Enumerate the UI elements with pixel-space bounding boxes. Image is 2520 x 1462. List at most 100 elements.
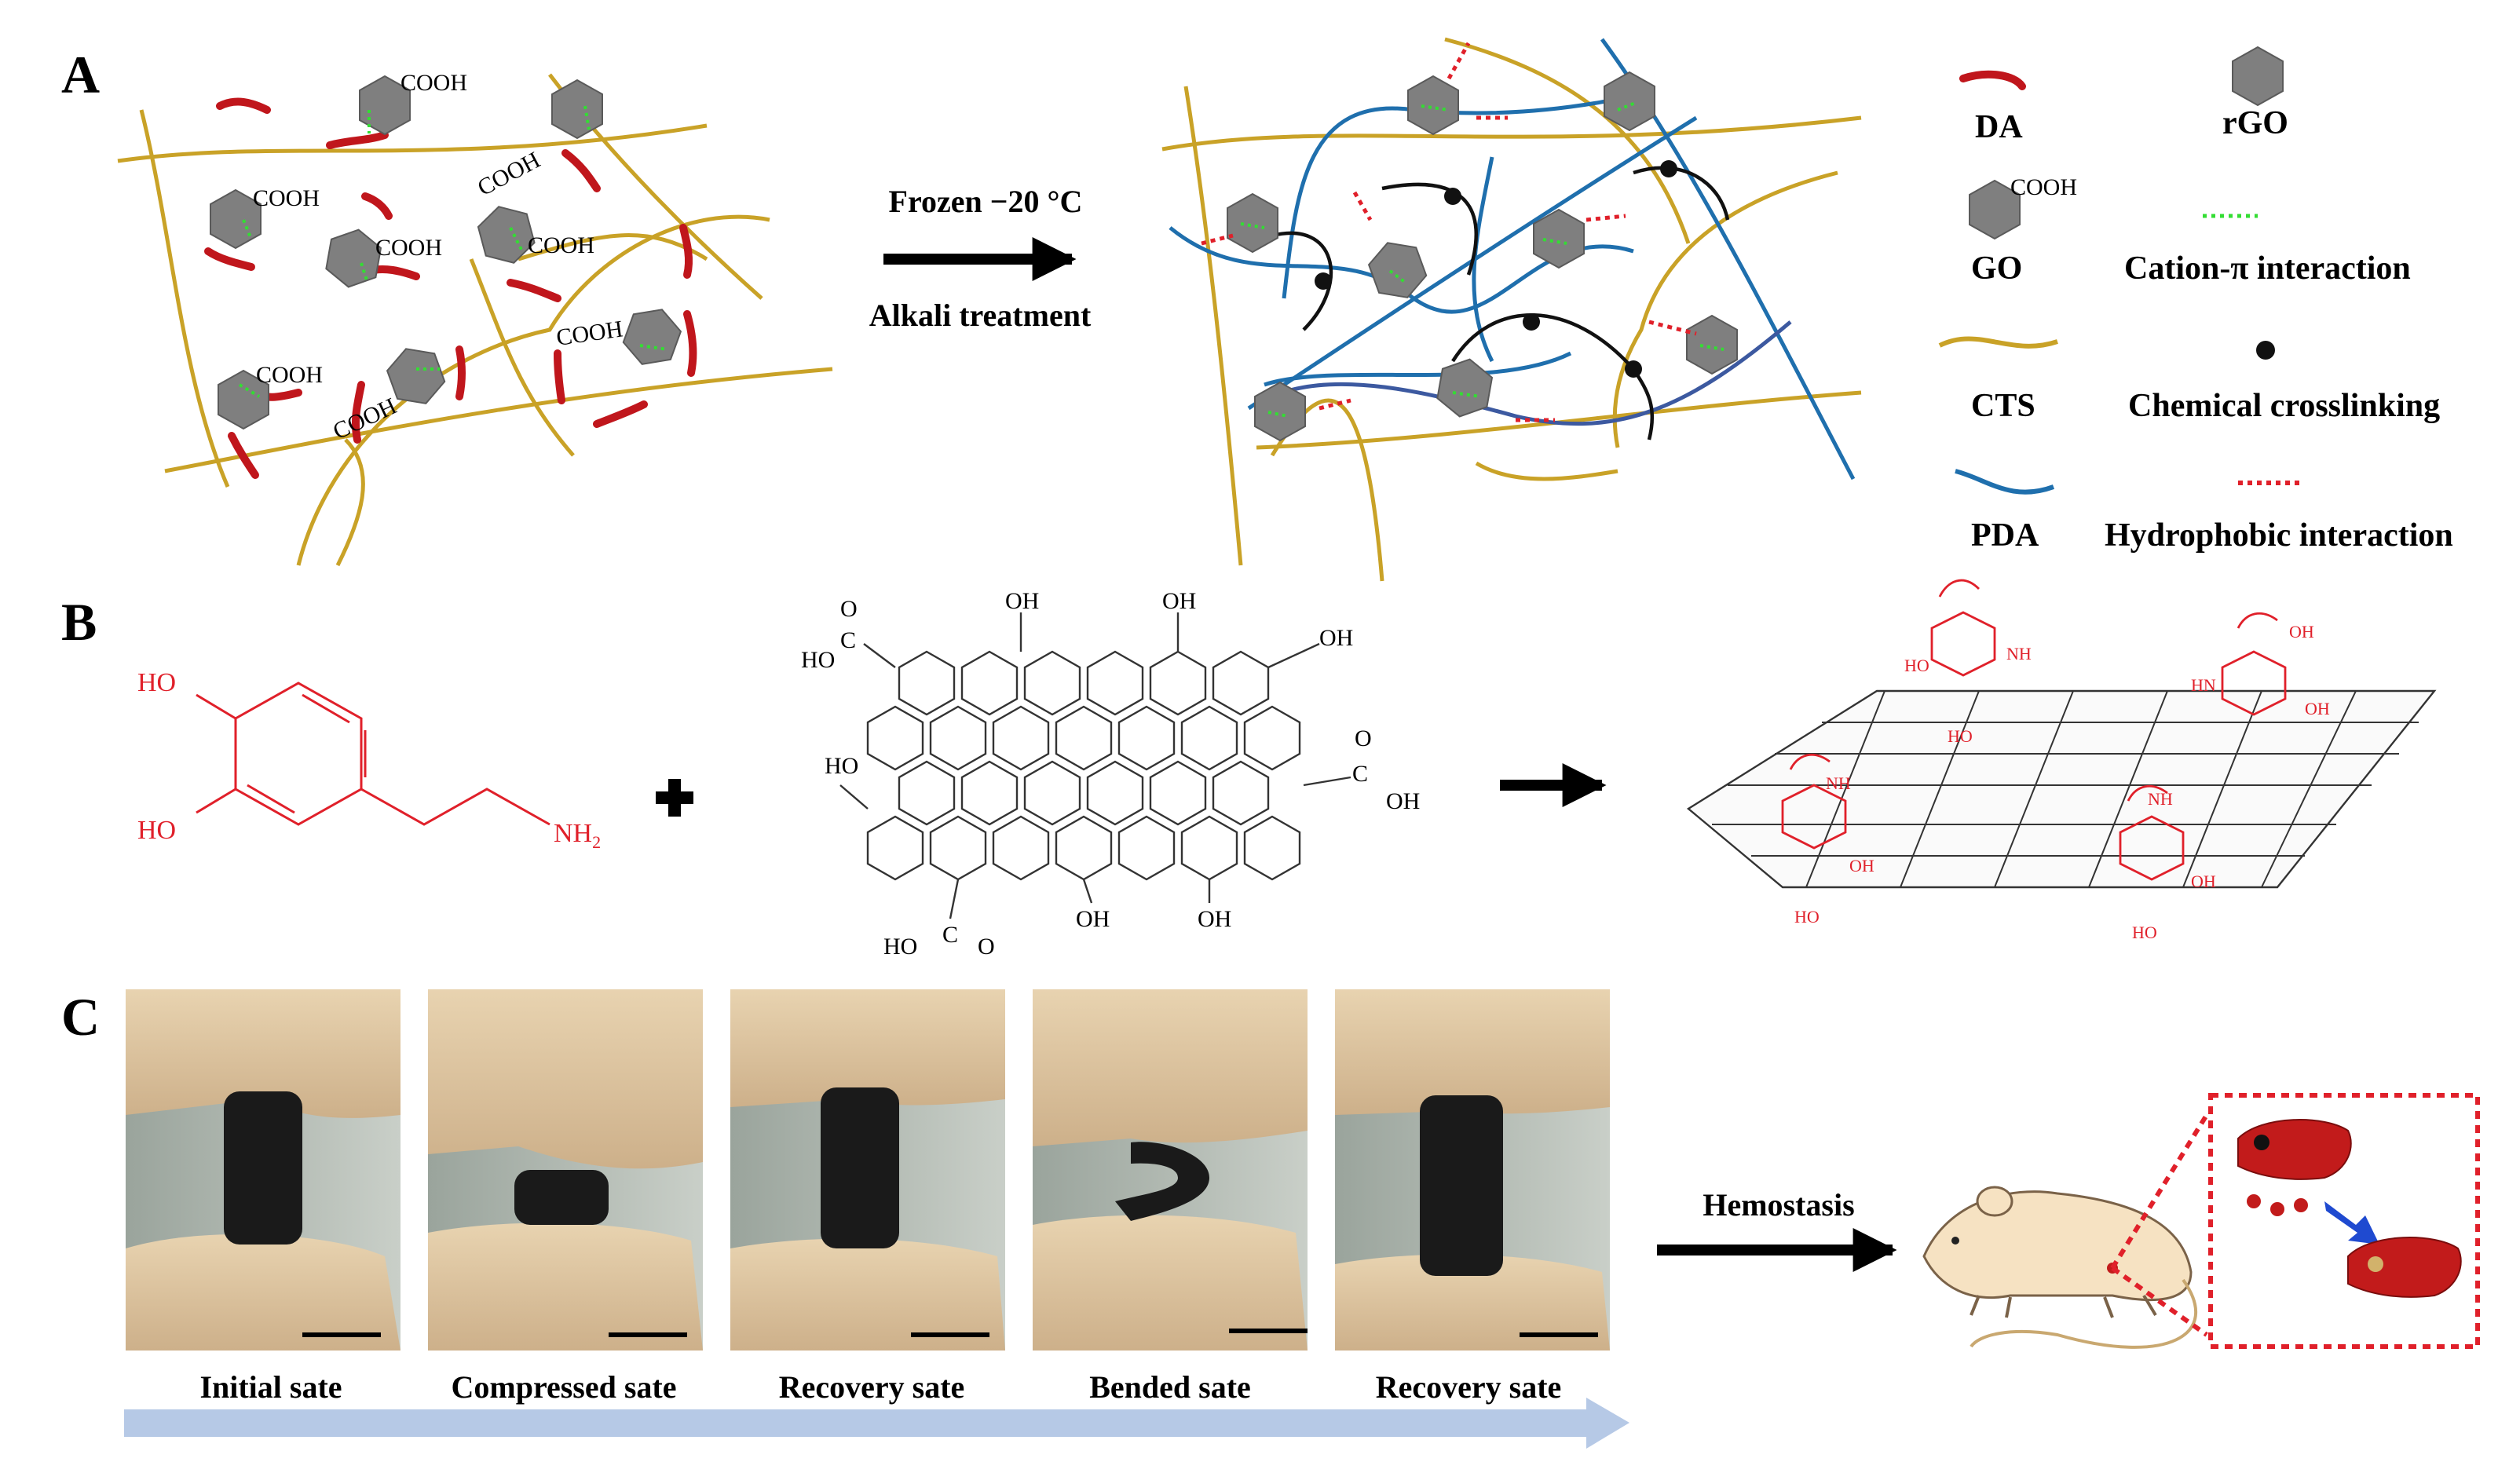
go-cooh-o: O (978, 934, 995, 959)
dopamine-nh2: NH2 (554, 819, 601, 852)
go-oh: OH (1076, 906, 1110, 932)
sheet-lattice (1712, 690, 2419, 888)
legend-hydrophobic: Hydrophobic interaction (2105, 517, 2453, 554)
go-cooh-c: C (840, 627, 856, 653)
pda-adsorbates (1781, 579, 2287, 881)
legend-da-symbol (1959, 70, 2026, 90)
dopamine-ring (234, 682, 363, 826)
caption-state-2: Recovery sate (779, 1369, 965, 1405)
dopamine-structure: HO HO NH2 (137, 668, 601, 852)
panel-a-precursor-network: COOH COOH COOH COOH COOH COOH COOH COOH (117, 70, 833, 567)
ring-bond (302, 693, 350, 724)
go-cooh-c: C (1352, 761, 1368, 787)
caption-state-1: Compressed sate (451, 1369, 676, 1405)
graphene-sheet (1686, 689, 2437, 889)
sheet-ho: HO (1794, 907, 1820, 927)
photo-sequence (126, 989, 1610, 1351)
photo-initial-state (126, 989, 400, 1351)
hemostasis-label: Hemostasis (1703, 1187, 1854, 1223)
cation-pi-dots-product (1240, 101, 1724, 418)
panel-a-process-arrow: Frozen −20 °C Alkali treatment (869, 184, 1092, 333)
pda-rgo-sheet: NH HO HO OH HN OH NH OH HO NH OH HO (1686, 579, 2437, 942)
go-cooh-c: C (942, 922, 958, 948)
ring-bond (247, 784, 295, 814)
hydrophobic-dots (1201, 42, 1697, 422)
pda-chains-dark (1271, 320, 1792, 426)
go-structure: OH OH OH HO OH OH O C HO O C OH C O HO (801, 588, 1420, 959)
legend-chem-cross: Chemical crosslinking (2128, 388, 2440, 424)
legend-go: GO (1971, 250, 2022, 287)
cts-chains (117, 73, 833, 567)
cooh-label: COOH (528, 232, 594, 258)
legend: DA rGO COOH GO Cation-π interaction CTS … (1938, 46, 2453, 554)
cooh-label: COOH (400, 70, 467, 96)
arrow-label-alkali: Alkali treatment (869, 298, 1092, 333)
sheet-ho: HO (1948, 726, 1973, 746)
liver-inset (2208, 1093, 2480, 1349)
substituent-bonds (839, 612, 1351, 919)
go-oh: OH (1319, 625, 1353, 651)
go-oh: OH (1162, 588, 1196, 614)
panel-letter-c: C (61, 987, 100, 1047)
hemostasis-arrow: Hemostasis (1657, 1187, 1897, 1272)
legend-cation-pi: Cation-π interaction (2124, 250, 2411, 287)
progress-arrow (124, 1398, 1629, 1449)
go-oh: OH (1198, 906, 1231, 932)
caption-state-3: Bended sate (1089, 1369, 1251, 1405)
legend-pda-symbol (1955, 469, 2055, 495)
panel-letter-a: A (61, 45, 100, 104)
sheet-oh: OH (1849, 856, 1874, 875)
legend-pda: PDA (1971, 517, 2039, 554)
go-cooh-o: O (840, 596, 858, 622)
cation-pi-dots (238, 105, 668, 398)
go-cooh-ho: HO (883, 934, 917, 959)
caption-state-0: Initial sate (199, 1369, 342, 1405)
sheet-nh: NH (2148, 789, 2173, 809)
go-cooh-oh: OH (1386, 788, 1420, 814)
legend-cts-symbol (1938, 336, 2058, 349)
sheet-oh: OH (2305, 699, 2330, 718)
photo-bended-state (1033, 989, 1308, 1351)
photo-compressed-state (428, 989, 703, 1351)
dopamine-ho-top: HO (137, 668, 176, 697)
ethylamine-chain (360, 788, 550, 826)
cooh-label: COOH (375, 235, 442, 261)
caption-state-4: Recovery sate (1376, 1369, 1562, 1405)
arrow-label-frozen: Frozen −20 °C (889, 184, 1083, 219)
mouse-illustration (1922, 1113, 2209, 1349)
legend-crosslink-symbol (2256, 341, 2275, 360)
go-cooh-o: O (1355, 726, 1372, 751)
sheet-nh: NH (2006, 644, 2032, 663)
plus-sign (656, 779, 693, 817)
oh-bond (196, 693, 236, 720)
legend-rgo: rGO (2222, 105, 2288, 141)
sheet-hn: HN (2191, 675, 2216, 695)
panel-a-product-network (1161, 37, 1862, 582)
cooh-label: COOH (474, 147, 545, 201)
go-ho: HO (825, 753, 858, 779)
panel-letter-b: B (61, 592, 97, 652)
state-captions: Initial sate Compressed sate Recovery sa… (199, 1369, 1561, 1405)
sheet-ho: HO (2132, 923, 2157, 942)
sheet-ho: HO (1904, 656, 1929, 675)
go-oh: OH (1005, 588, 1039, 614)
crosslink-chains (1271, 166, 1730, 440)
legend-go-group: COOH (2010, 174, 2077, 200)
go-cooh-ho: HO (801, 647, 835, 673)
legend-rgo-symbol (2232, 46, 2284, 106)
crosslink-dots (1315, 160, 1677, 378)
legend-da: DA (1975, 109, 2023, 145)
photo-recovery-state-2 (1335, 989, 1610, 1351)
legend-cts: CTS (1971, 388, 2035, 424)
sheet-nh: NH (1826, 773, 1851, 793)
cts-chains-product (1161, 37, 1862, 582)
sheet-oh: OH (2191, 872, 2216, 891)
photo-recovery-state-1 (730, 989, 1005, 1351)
oh-bond (196, 788, 236, 814)
sheet-oh: OH (2289, 622, 2314, 641)
cooh-label: COOH (253, 185, 320, 211)
dopamine-ho-bottom: HO (137, 816, 176, 845)
cooh-label: COOH (554, 316, 624, 351)
cooh-label: COOH (256, 362, 323, 388)
